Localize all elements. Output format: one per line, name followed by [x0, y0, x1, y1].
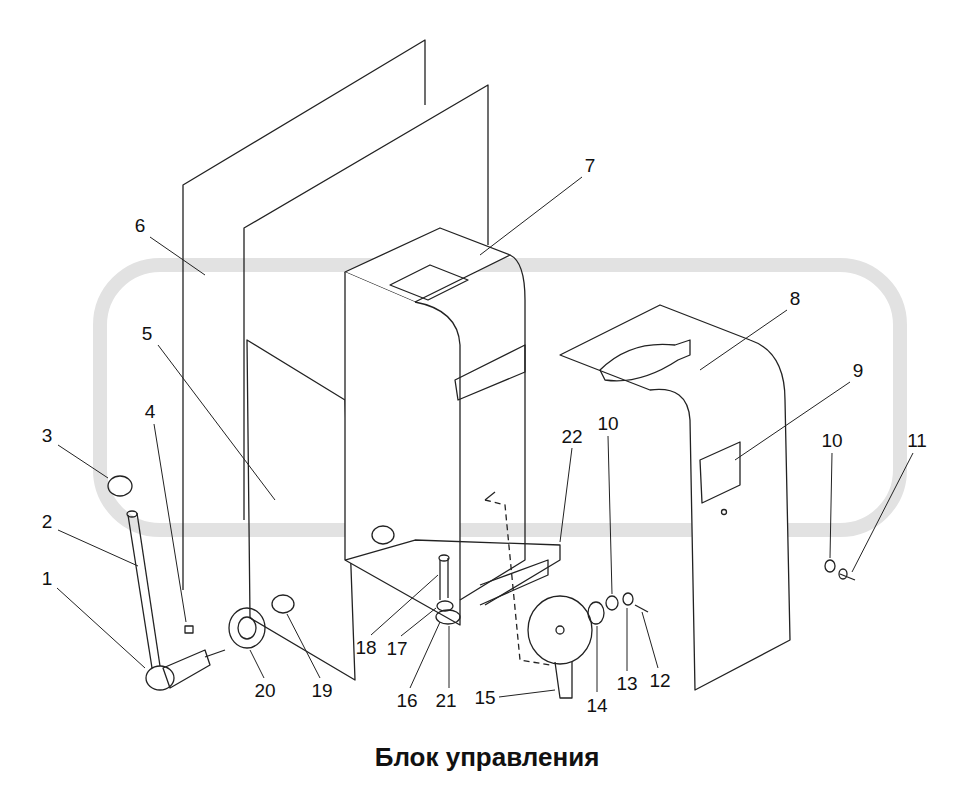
- callout-number: 14: [584, 695, 609, 716]
- callout-number: 12: [647, 670, 672, 691]
- callout-number: 22: [559, 426, 584, 447]
- callout-number: 10: [595, 413, 620, 434]
- parts: [108, 40, 855, 698]
- caption: Блок управления: [375, 743, 600, 772]
- callout-number: 8: [788, 288, 803, 309]
- callout-number: 19: [309, 680, 334, 701]
- callout-number: 21: [433, 690, 458, 711]
- callout-number: 13: [614, 673, 639, 694]
- callout-number: 11: [905, 430, 929, 451]
- callout-number: 5: [140, 323, 155, 344]
- callout-number: 18: [353, 637, 378, 658]
- callout-number: 20: [252, 680, 277, 701]
- callout-number: 9: [851, 360, 866, 381]
- callout-number: 6: [133, 215, 148, 236]
- callout-number: 3: [40, 425, 55, 446]
- callout-number: 10: [819, 430, 844, 451]
- callout-number: 7: [583, 155, 598, 176]
- callout-number: 2: [40, 511, 55, 532]
- callout-number: 4: [143, 401, 158, 422]
- leader-lines: [57, 177, 913, 697]
- callout-number: 17: [384, 638, 409, 659]
- callout-number: 16: [394, 690, 419, 711]
- callout-number: 15: [472, 687, 497, 708]
- callout-number: 1: [40, 568, 55, 589]
